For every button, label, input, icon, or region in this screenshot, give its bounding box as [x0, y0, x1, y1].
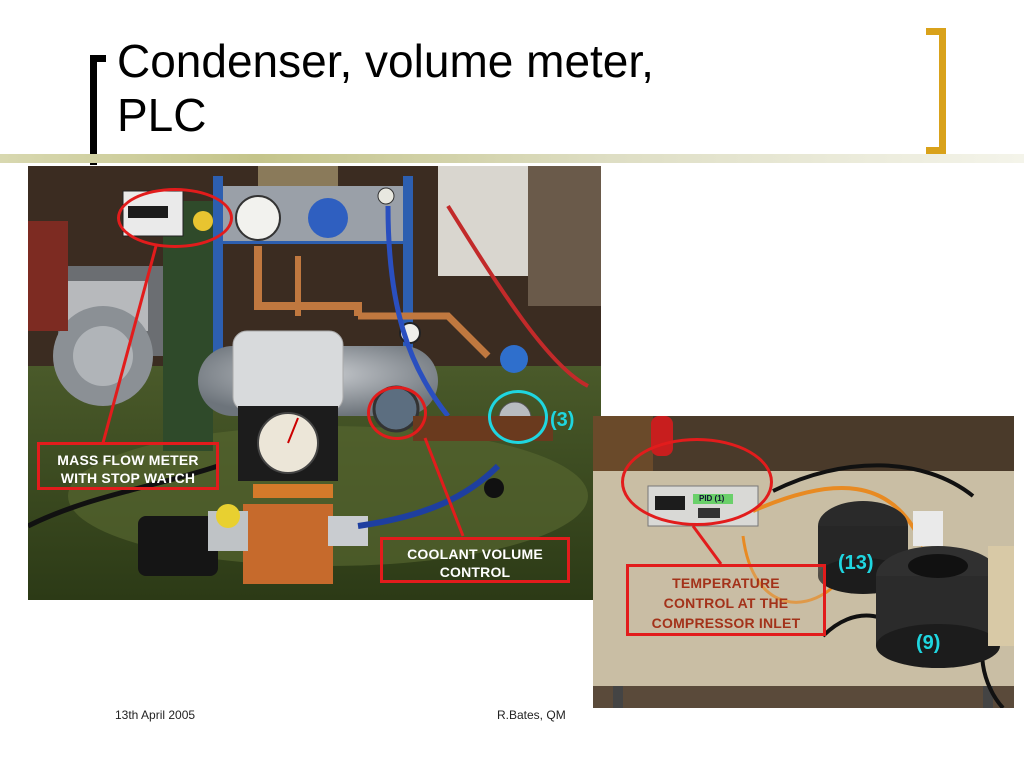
component-3-ring: [488, 390, 548, 444]
left-bracket-decoration: [90, 55, 106, 165]
temp-callout-line2: CONTROL AT THE: [663, 595, 789, 611]
mass-flow-callout-line1: MASS FLOW METER: [57, 452, 199, 468]
temperature-control-photo: PID (1) TEMPERATURE CONTROL AT THE COMPR…: [593, 416, 1014, 708]
coolant-callout-line2: CONTROL: [439, 564, 511, 580]
temp-callout-line3: COMPRESSOR INLET: [651, 615, 801, 631]
component-3-label: (3): [550, 409, 575, 431]
component-13-label: (13): [838, 552, 874, 574]
component-9-label: (9): [916, 632, 941, 654]
coolant-volume-ring: [367, 386, 427, 440]
mass-flow-callout-line2: WITH STOP WATCH: [60, 470, 196, 486]
callout-leader-lines: [101, 245, 465, 537]
temperature-control-callout: TEMPERATURE CONTROL AT THE COMPRESSOR IN…: [626, 564, 826, 636]
pid-display-label: PID (1): [699, 494, 725, 503]
temp-callout-leader: [691, 525, 723, 565]
slide-title: Condenser, volume meter, PLC: [117, 34, 837, 142]
coolant-callout-line1: COOLANT VOLUME: [407, 546, 543, 562]
slide-title-line2: PLC: [117, 89, 207, 141]
right-bracket-decoration: [926, 28, 946, 154]
footer-author: R.Bates, QM: [497, 708, 566, 722]
slide-title-line1: Condenser, volume meter,: [117, 35, 654, 87]
coolant-volume-callout: COOLANT VOLUME CONTROL: [380, 537, 570, 583]
footer-date: 13th April 2005: [115, 708, 196, 722]
mass-flow-meter-ring: [117, 188, 233, 248]
temp-callout-line1: TEMPERATURE: [672, 575, 780, 591]
mass-flow-meter-callout: MASS FLOW METER WITH STOP WATCH: [37, 442, 219, 490]
pid-controller-ring: [621, 438, 773, 526]
title-underline-bar: [0, 154, 1024, 163]
condenser-photo: (3) MASS FLOW METER WITH STOP WATCH COOL…: [28, 166, 601, 600]
